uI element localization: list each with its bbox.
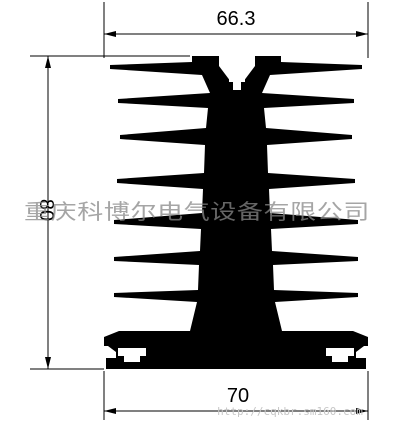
height-arrow-bottom <box>45 357 51 369</box>
top-slot-tip <box>233 82 241 90</box>
top-arrow-right <box>356 31 368 37</box>
base-channel-left <box>118 348 146 362</box>
height-dimension-label: 80 <box>35 199 57 221</box>
bottom-dimension-label: 70 <box>227 385 249 407</box>
bottom-arrow-right <box>356 408 368 414</box>
heatsink-profile <box>104 56 368 369</box>
url-watermark: http://cqkbr.sm160.com <box>217 405 363 418</box>
top-slot <box>229 68 245 82</box>
base-channel-right <box>326 348 354 362</box>
height-arrow-top <box>45 56 51 68</box>
company-watermark: 重庆科博尔电气设备有限公司 <box>24 200 370 224</box>
bottom-arrow-left <box>104 408 116 414</box>
top-dimension-label: 66.3 <box>217 8 256 30</box>
top-arrow-left <box>104 31 116 37</box>
